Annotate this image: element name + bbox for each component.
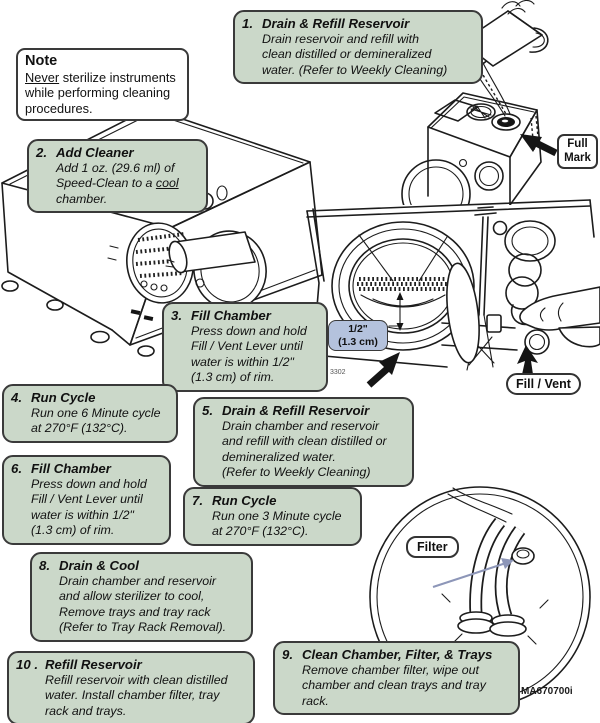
step-number: 7. bbox=[192, 493, 203, 508]
step-title: Drain & Refill Reservoir bbox=[262, 16, 410, 31]
step-title: Fill Chamber bbox=[31, 461, 111, 476]
hand-pressing-lever bbox=[519, 286, 600, 348]
step-body: Refill reservoir with clean distilled wa… bbox=[45, 673, 228, 718]
tray-rack bbox=[135, 232, 187, 278]
fill-vent-lever bbox=[486, 314, 550, 355]
direction-arrow bbox=[366, 352, 400, 388]
tray-rack-edges bbox=[358, 234, 448, 282]
step-number: 9. bbox=[282, 647, 293, 662]
step-body: Drain chamber and reservoir and allow st… bbox=[59, 574, 227, 635]
note-title: Note bbox=[25, 53, 58, 69]
note-body: Never sterilize instruments while perfor… bbox=[25, 70, 176, 116]
step-body: Press down and hold Fill / Vent Lever un… bbox=[191, 324, 307, 385]
step-body: Press down and hold Fill / Vent Lever un… bbox=[31, 477, 147, 538]
heater-tubes bbox=[441, 487, 549, 645]
step-number: 5. bbox=[202, 403, 213, 418]
foot bbox=[46, 299, 64, 311]
figure-code: 3302 bbox=[330, 369, 346, 376]
step-title: Clean Chamber, Filter, & Trays bbox=[302, 647, 493, 662]
filter-label: Filter bbox=[406, 536, 459, 558]
control-knobs bbox=[492, 220, 556, 326]
step-8-callout: 8. Drain & Cool Drain chamber and reservo… bbox=[30, 552, 253, 642]
step-number: 6. bbox=[11, 461, 22, 476]
chamber-opening bbox=[331, 221, 475, 351]
pitcher-handle bbox=[529, 27, 549, 53]
foot bbox=[90, 330, 110, 344]
step-body: Drain reservoir and refill with clean di… bbox=[262, 32, 448, 77]
full-mark-arrow bbox=[520, 134, 558, 157]
step-title: Refill Reservoir bbox=[45, 657, 142, 672]
step-body: Run one 3 Minute cycle at 270°F (132°C). bbox=[212, 509, 342, 539]
fill-chamber-illustration bbox=[306, 199, 600, 388]
fill-vent-arrow bbox=[517, 345, 538, 381]
step-body: Remove chamber filter, wipe out chamber … bbox=[302, 663, 486, 708]
step-body: Run one 6 Minute cycle at 270°F (132°C). bbox=[31, 406, 161, 436]
fill-vent-label: Fill / Vent bbox=[506, 373, 581, 395]
step-title: Fill Chamber bbox=[191, 308, 271, 323]
bottle-silhouette bbox=[446, 262, 480, 364]
step-3-callout: 3. Fill Chamber Press down and hold Fill … bbox=[162, 302, 328, 392]
note-box: Note Never sterilize instruments while p… bbox=[16, 48, 189, 121]
cleaner-stream bbox=[165, 259, 175, 268]
step-body: Drain chamber and reservoir and refill w… bbox=[222, 419, 387, 480]
step-number: 1. bbox=[242, 16, 253, 31]
step-2-callout: 2. Add Cleaner Add 1 oz. (29.6 ml) of Spe… bbox=[27, 139, 208, 214]
step-1-callout: 1. Drain & Refill Reservoir Drain reservo… bbox=[233, 10, 483, 85]
step-title: Drain & Refill Reservoir bbox=[222, 403, 370, 418]
hand-icon bbox=[501, 0, 535, 15]
water-level bbox=[357, 277, 449, 291]
sterilizer-top-view bbox=[401, 92, 542, 205]
half-inch-measure-label: 1/2" (1.3 cm) bbox=[328, 320, 388, 351]
gap-arrows bbox=[388, 292, 404, 331]
step-9-callout: 9. Clean Chamber, Filter, & Trays Remove … bbox=[273, 641, 520, 716]
filter-pointer-arrow bbox=[432, 558, 514, 588]
step-title: Drain & Cool bbox=[59, 558, 139, 573]
step-7-callout: 7. Run Cycle Run one 3 Minute cycle at 27… bbox=[183, 487, 362, 546]
step-number: 8. bbox=[39, 558, 50, 573]
foot bbox=[137, 345, 155, 357]
step-body: Add 1 oz. (29.6 ml) of Speed-Clean to a … bbox=[56, 161, 179, 206]
step-title: Add Cleaner bbox=[56, 145, 134, 160]
step-10-callout: 10 . Refill Reservoir Refill reservoir wi… bbox=[7, 651, 255, 723]
step-4-callout: 4. Run Cycle Run one 6 Minute cycle at 27… bbox=[2, 384, 178, 443]
step-5-callout: 5. Drain & Refill Reservoir Drain chamber… bbox=[193, 397, 414, 487]
step-number: 10 . bbox=[16, 657, 38, 672]
step-title: Run Cycle bbox=[212, 493, 277, 508]
document-code: MA670700i bbox=[521, 686, 573, 697]
cleaner-cup bbox=[165, 231, 256, 274]
step-number: 3. bbox=[171, 308, 182, 323]
step-6-callout: 6. Fill Chamber Press down and hold Fill … bbox=[2, 455, 171, 545]
step-number: 4. bbox=[11, 390, 22, 405]
full-mark-label: Full Mark bbox=[557, 134, 598, 169]
step-title: Run Cycle bbox=[31, 390, 96, 405]
step-number: 2. bbox=[36, 145, 47, 160]
foot bbox=[1, 280, 19, 292]
